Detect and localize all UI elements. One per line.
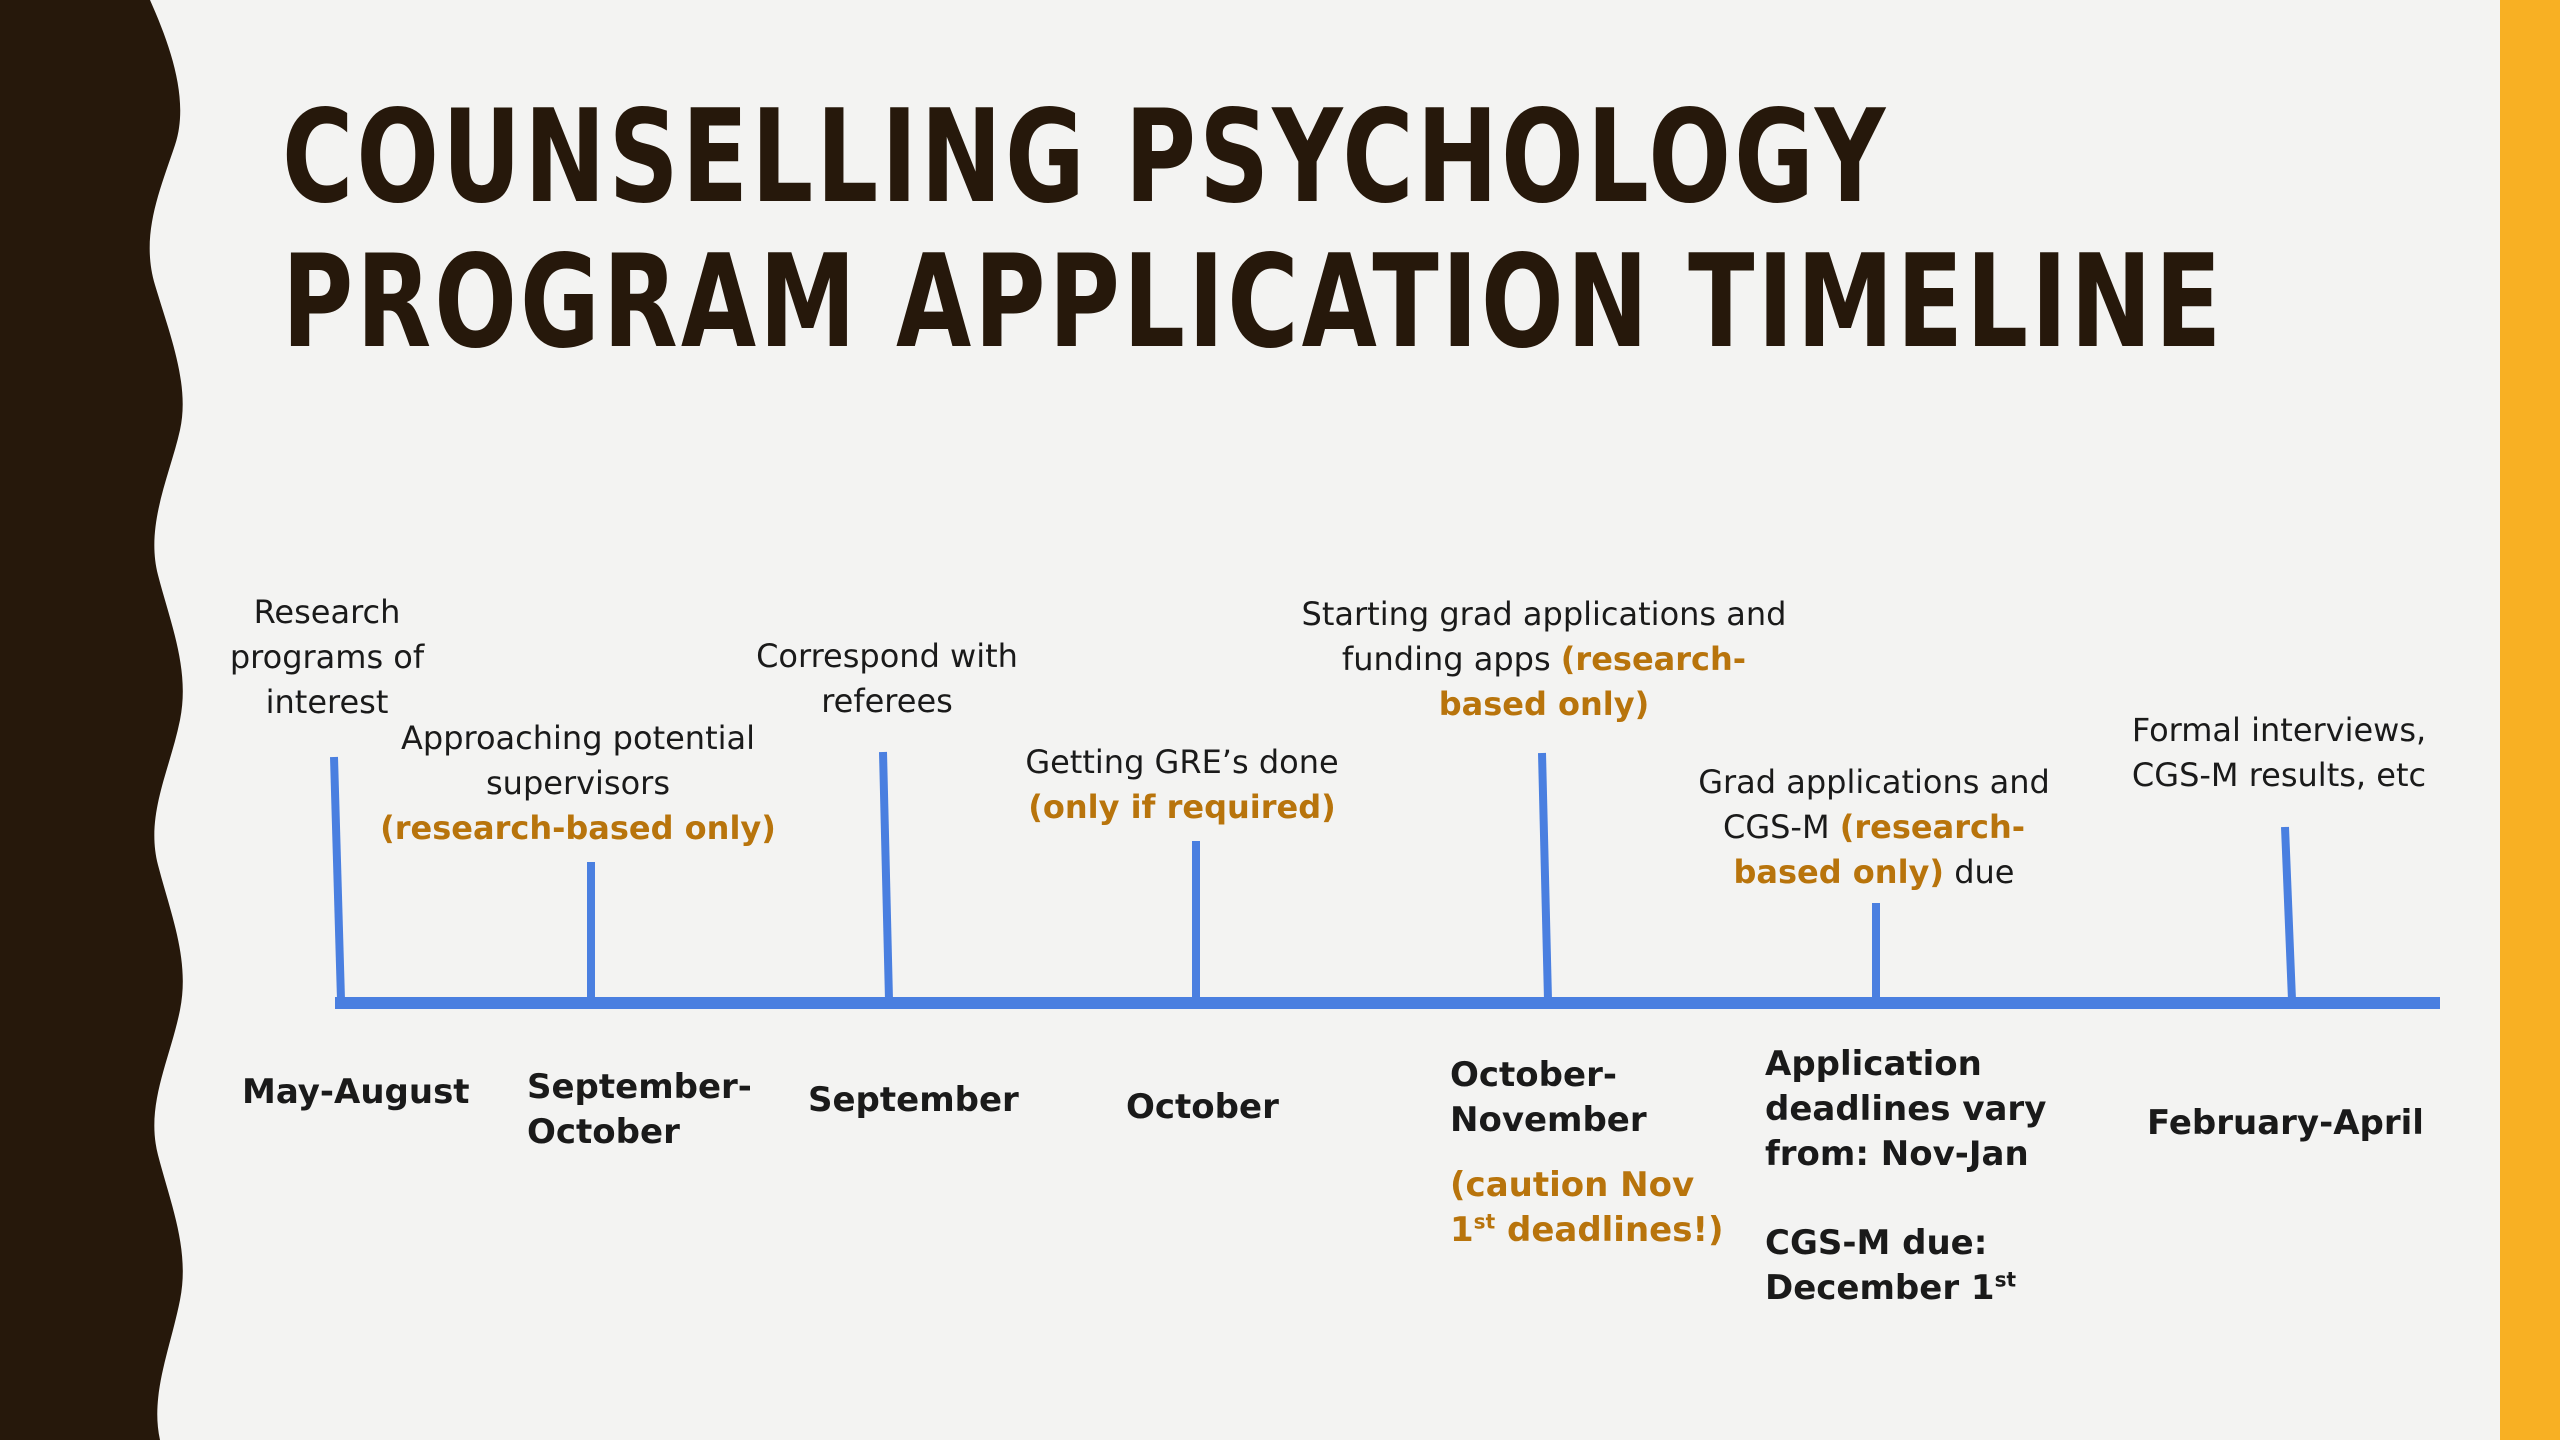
- caution-superscript: st: [1473, 1209, 1496, 1234]
- event-gre: Getting GRE’s done (only if required): [1025, 740, 1338, 830]
- event-approaching-supervisors: Approaching potential supervisors (resea…: [380, 716, 776, 851]
- event-2-highlight: (research-based only): [380, 809, 776, 847]
- date-5-line-1: October-: [1450, 1055, 1617, 1095]
- event-4-line-1: Getting GRE’s done: [1025, 743, 1339, 781]
- event-formal-interviews: Formal interviews, CGS-M results, etc: [2132, 708, 2426, 798]
- cgsm-due-line-2: December 1: [1765, 1268, 1995, 1308]
- right-accent-band: [2500, 0, 2560, 1440]
- event-5-line-1: Starting grad applications and: [1301, 595, 1787, 633]
- event-3-line-1: Correspond with: [756, 637, 1018, 675]
- caution-number: 1: [1450, 1210, 1474, 1250]
- page-title: COUNSELLING PSYCHOLOGY PROGRAM APPLICATI…: [282, 85, 2224, 375]
- event-6-line-3: due: [1944, 853, 2015, 891]
- tick-may-august: [330, 756, 345, 1001]
- date-6-line-3: from: Nov-Jan: [1765, 1134, 2029, 1174]
- cgsm-due-line-1: CGS-M due:: [1765, 1223, 1988, 1263]
- event-7-line-2: CGS-M results, etc: [2131, 756, 2427, 794]
- date-2-line-2: October: [527, 1112, 680, 1152]
- date-october: October: [1126, 1087, 1279, 1127]
- event-1-line-1: Research: [253, 593, 401, 631]
- event-6-highlight-2: based only): [1733, 853, 1945, 891]
- event-2-line-1: Approaching potential: [400, 719, 756, 757]
- event-1-line-3: interest: [265, 683, 389, 721]
- event-4-highlight: (only if required): [1028, 788, 1336, 826]
- event-6-line-1: Grad applications and: [1698, 763, 2050, 801]
- event-2-line-2: supervisors: [485, 764, 670, 802]
- event-research-programs: Research programs of interest: [230, 590, 424, 725]
- event-1-line-2: programs of: [229, 638, 425, 676]
- date-october-november: October- November (caution Nov 1st deadl…: [1450, 1053, 1724, 1253]
- caution-line-1: (caution Nov: [1450, 1165, 1695, 1205]
- tick-september: [879, 751, 893, 1001]
- event-3-line-2: referees: [821, 682, 953, 720]
- event-5-highlight-2: based only): [1438, 685, 1650, 723]
- date-may-august: May-August: [242, 1072, 470, 1112]
- title-line-2: PROGRAM APPLICATION TIMELINE: [282, 228, 2225, 377]
- date-2-line-1: September-: [527, 1067, 752, 1107]
- tick-october-november: [1538, 752, 1552, 1001]
- date-september: September: [808, 1080, 1019, 1120]
- event-7-line-1: Formal interviews,: [2131, 711, 2427, 749]
- date-6-line-2: deadlines vary: [1765, 1089, 2047, 1129]
- event-correspond-referees: Correspond with referees: [756, 634, 1018, 724]
- title-line-1: COUNSELLING PSYCHOLOGY: [282, 83, 1889, 232]
- tick-february-april: [2281, 826, 2296, 1001]
- caution-rest: deadlines!): [1495, 1210, 1724, 1250]
- event-5-highlight-1: (research-: [1560, 640, 1747, 678]
- date-february-april: February-April: [2147, 1103, 2424, 1143]
- event-5-line-2: funding apps: [1341, 640, 1551, 678]
- event-starting-applications: Starting grad applications and funding a…: [1302, 592, 1787, 727]
- event-6-highlight-1: (research-: [1839, 808, 2026, 846]
- event-grad-applications-due: Grad applications and CGS-M (research- b…: [1698, 760, 2050, 895]
- date-6-line-1: Application: [1765, 1044, 1982, 1084]
- date-september-october: September- October: [527, 1065, 752, 1155]
- left-wave-band: [0, 0, 183, 1440]
- date-application-deadlines: Application deadlines vary from: Nov-Jan…: [1765, 1042, 2046, 1311]
- date-5-line-2: November: [1450, 1100, 1647, 1140]
- event-6-line-2: CGS-M: [1722, 808, 1840, 846]
- cgsm-superscript: st: [1994, 1267, 2017, 1292]
